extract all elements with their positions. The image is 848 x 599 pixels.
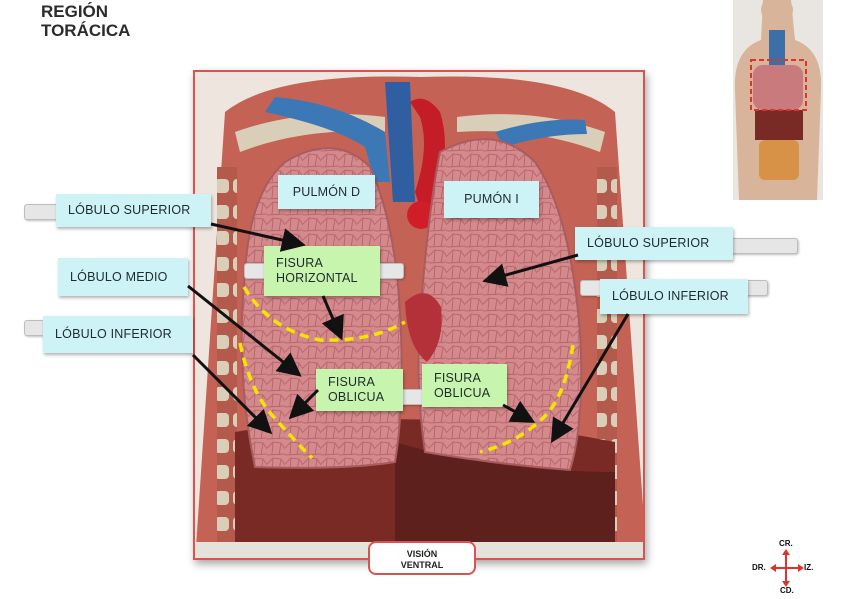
label-fisura-horizontal-line-2: HORIZONTAL xyxy=(276,271,358,285)
view-label: VISIÓN VENTRAL xyxy=(368,541,476,575)
label-fisura-oblicua-i: FISURA OBLICUA xyxy=(422,364,507,407)
thorax-illustration xyxy=(195,72,643,558)
view-label-line-2: VENTRAL xyxy=(400,560,444,570)
compass-arrows-icon xyxy=(770,549,804,587)
compass-caudal-label: CD. xyxy=(780,586,794,595)
label-lobulo-medio: LÓBULO MEDIO xyxy=(58,258,188,296)
label-fisura-oblicua-i-line-2: OBLICUA xyxy=(434,385,491,400)
title-line-1: REGIÓN xyxy=(41,2,109,21)
page-title: REGIÓN TORÁCICA xyxy=(41,2,130,40)
label-pulmon-d: PULMÓN D xyxy=(278,175,375,209)
compass-cranial-label: CR. xyxy=(779,539,793,548)
label-fisura-oblicua-d-line-1: FISURA xyxy=(328,375,376,389)
label-lobulo-inferior-left: LÓBULO INFERIOR xyxy=(600,279,748,314)
label-fisura-oblicua-d-line-2: OBLICUA xyxy=(328,390,385,404)
label-lobulo-superior-left: LÓBULO SUPERIOR xyxy=(575,227,733,260)
view-label-line-1: VISIÓN xyxy=(406,549,438,559)
compass-right-label: DR. xyxy=(752,563,766,572)
label-pumon-i: PUMÓN I xyxy=(444,181,539,218)
orientation-compass: CR. CD. DR. IZ. xyxy=(750,535,820,597)
label-fisura-horizontal: FISURA HORIZONTAL xyxy=(264,246,380,296)
thorax-photo xyxy=(193,70,645,560)
compass-left-label: IZ. xyxy=(804,563,814,572)
label-fisura-oblicua-i-line-1: FISURA xyxy=(434,370,482,385)
title-line-2: TORÁCICA xyxy=(41,21,131,40)
label-lobulo-superior-right: LÓBULO SUPERIOR xyxy=(56,194,211,227)
label-fisura-horizontal-line-1: FISURA xyxy=(276,256,324,270)
label-fisura-oblicua-d: FISURA OBLICUA xyxy=(316,369,403,411)
torso-thumbnail xyxy=(733,0,823,200)
label-lobulo-inferior-right: LÓBULO INFERIOR xyxy=(43,316,193,353)
